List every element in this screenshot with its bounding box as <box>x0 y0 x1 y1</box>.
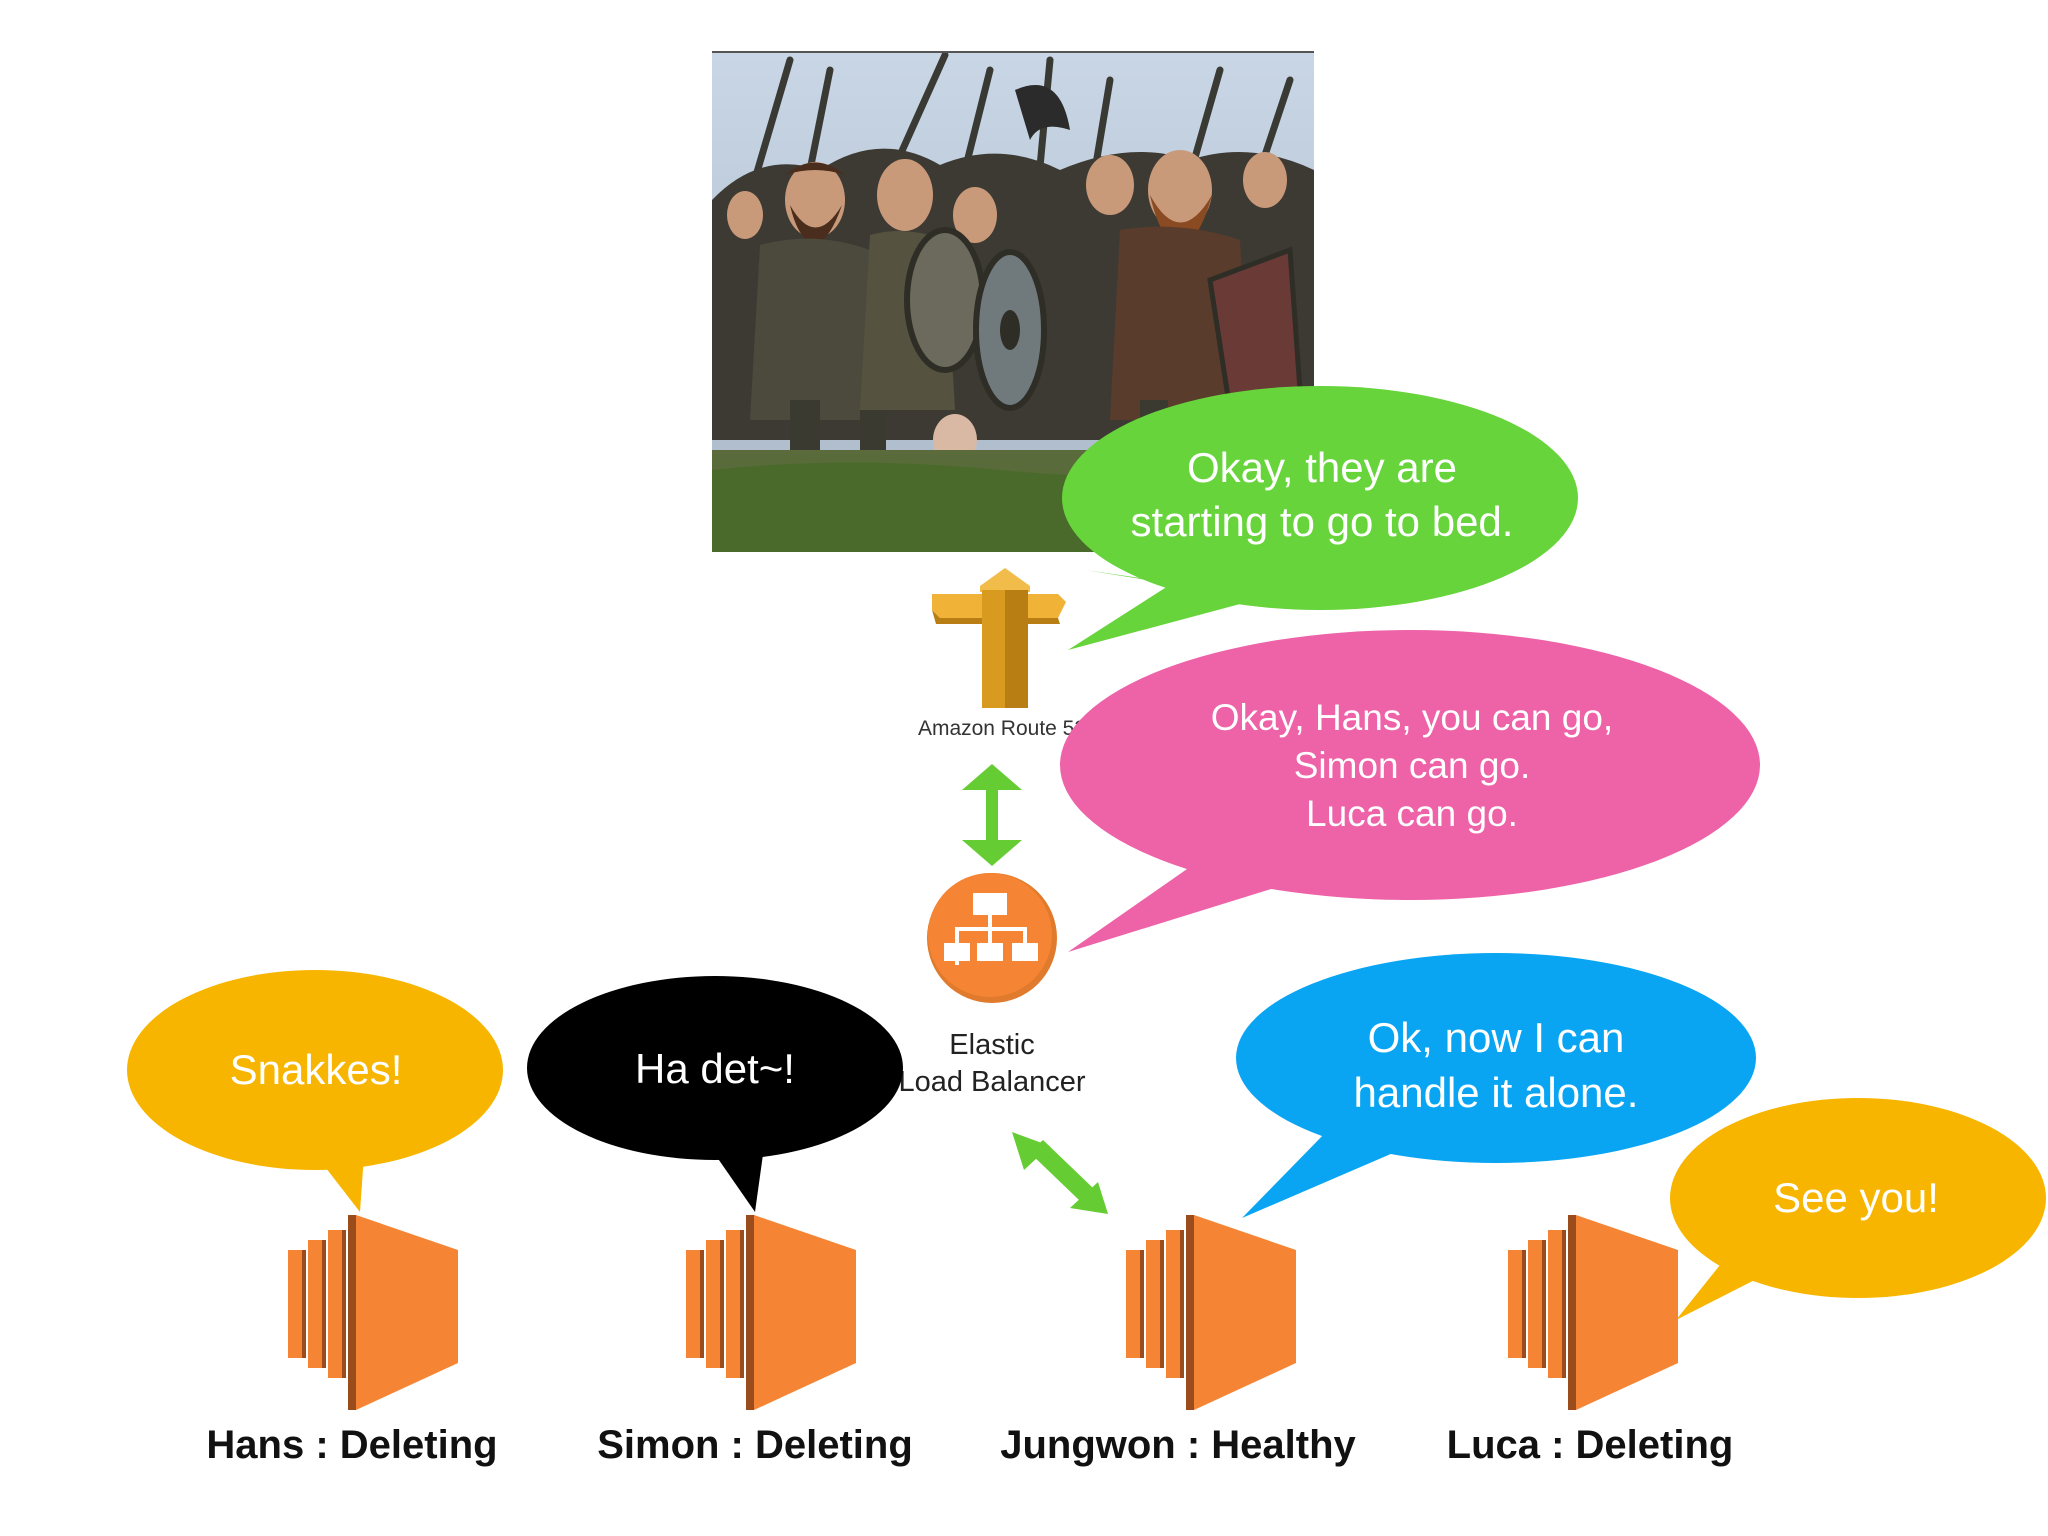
load-balancer-icon <box>927 873 1057 1003</box>
speech-bubble-pink: Okay, Hans, you can go, Simon can go. Lu… <box>1060 630 1760 952</box>
blue-bubble-line2: handle it alone. <box>1354 1069 1639 1116</box>
luca-bubble-text: See you! <box>1773 1174 1939 1221</box>
speech-bubble-green: Okay, they are starting to go to bed. <box>1062 386 1578 650</box>
load-balancer-label-line1: Elastic <box>949 1029 1034 1061</box>
blue-bubble-line1: Ok, now I can <box>1368 1014 1625 1061</box>
pink-bubble-line3: Luca can go. <box>1306 793 1518 834</box>
route53-label: Amazon Route 53 <box>918 717 1086 740</box>
instance-label-luca: Luca : Deleting <box>1447 1423 1734 1467</box>
route53-lb-double-arrow <box>962 764 1022 866</box>
load-balancer-label-line2: Load Balancer <box>898 1066 1085 1098</box>
instance-label-hans: Hans : Deleting <box>206 1423 497 1467</box>
ec2-instance-icon <box>686 1215 856 1410</box>
battle-crowd-photo <box>712 52 1314 552</box>
speech-bubble-simon: Ha det~! <box>527 976 903 1212</box>
hans-bubble-text: Snakkes! <box>230 1046 403 1093</box>
instance-label-jungwon: Jungwon : Healthy <box>1000 1423 1356 1467</box>
ec2-instance-icon <box>288 1215 458 1410</box>
pink-bubble-line1: Okay, Hans, you can go, <box>1211 697 1613 738</box>
green-bubble-line1: Okay, they are <box>1187 444 1457 491</box>
pink-bubble-line2: Simon can go. <box>1294 745 1531 786</box>
ec2-instance-icon <box>1126 1215 1296 1410</box>
speech-bubble-hans: Snakkes! <box>127 970 503 1212</box>
route53-signpost-icon <box>932 568 1066 708</box>
speech-bubble-blue: Ok, now I can handle it alone. <box>1236 953 1756 1218</box>
instance-label-simon: Simon : Deleting <box>597 1423 913 1467</box>
ec2-instance-icon <box>1508 1215 1678 1410</box>
simon-bubble-text: Ha det~! <box>635 1045 795 1092</box>
lb-instance-double-arrow <box>1012 1132 1108 1214</box>
green-bubble-line2: starting to go to bed. <box>1131 498 1514 545</box>
speech-bubble-luca: See you! <box>1670 1098 2046 1320</box>
